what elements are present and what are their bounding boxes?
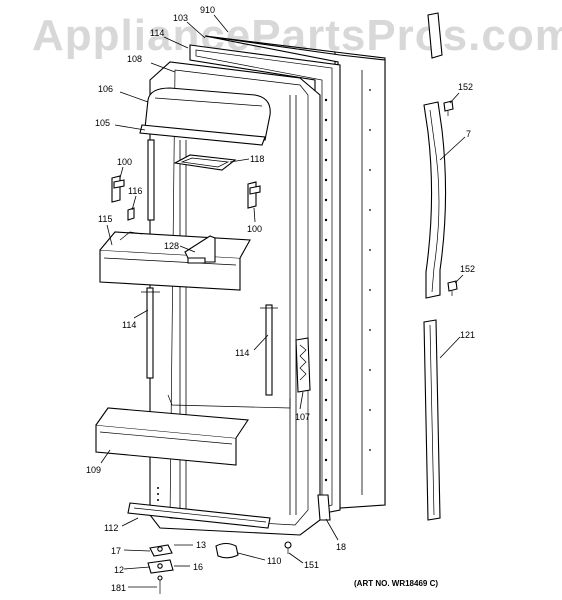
hinge-cover (215, 542, 239, 559)
callout-18: 18 (336, 542, 346, 552)
art-number: (ART NO. WR18469 C) (354, 579, 438, 588)
callout-13: 13 (196, 540, 206, 550)
callout-112: 112 (104, 523, 118, 533)
spring-clip (295, 337, 311, 393)
leader-lines (100, 14, 466, 588)
callout-116: 116 (128, 186, 142, 196)
vertical-rail-right (260, 304, 278, 396)
left-shelf-rail (111, 139, 155, 221)
callout-151: 151 (304, 560, 319, 570)
callout-110: 110 (267, 556, 281, 566)
callout-910: 910 (200, 5, 215, 15)
hinge-pin-assembly (147, 544, 174, 594)
callout-12: 12 (114, 565, 124, 575)
callout-121: 121 (460, 330, 475, 340)
callout-100-left: 100 (117, 157, 132, 167)
screw-top (443, 100, 454, 116)
callout-152-top: 152 (458, 82, 473, 92)
hinge-strip (317, 494, 331, 521)
callout-152-bottom: 152 (460, 264, 475, 274)
dairy-tray (173, 154, 237, 171)
callout-114-top: 114 (150, 28, 164, 38)
door-stop-screw (284, 541, 292, 554)
callout-17: 17 (111, 546, 121, 556)
door-bin-lower (95, 407, 249, 466)
top-bin (144, 87, 271, 141)
callout-128: 128 (164, 241, 179, 251)
callout-107: 107 (295, 412, 310, 422)
bin-divider (184, 235, 216, 264)
screw-bottom (447, 280, 458, 296)
callout-103: 103 (173, 13, 188, 23)
vertical-rail-left (141, 287, 160, 379)
callout-181: 181 (111, 583, 126, 593)
door-handle (423, 101, 447, 299)
callout-7: 7 (466, 129, 471, 139)
top-bin-trim (139, 124, 266, 146)
callout-16: 16 (193, 562, 203, 572)
callout-109: 109 (86, 465, 101, 475)
callout-106: 106 (98, 84, 113, 94)
callout-100-right: 100 (247, 224, 262, 234)
handle-end-cap-top (427, 12, 443, 59)
callout-114-mid: 114 (235, 348, 249, 358)
bottom-trim (127, 502, 271, 529)
callout-108: 108 (127, 54, 142, 64)
handle-end-cap-bottom (423, 319, 441, 521)
callout-labels: 910 103 114 108 106 105 100 116 118 115 … (86, 5, 475, 593)
callout-105: 105 (95, 118, 110, 128)
right-shelf-rail (247, 181, 261, 209)
callout-114-left: 114 (122, 320, 136, 330)
callout-115: 115 (98, 214, 112, 224)
callout-118: 118 (250, 154, 264, 164)
